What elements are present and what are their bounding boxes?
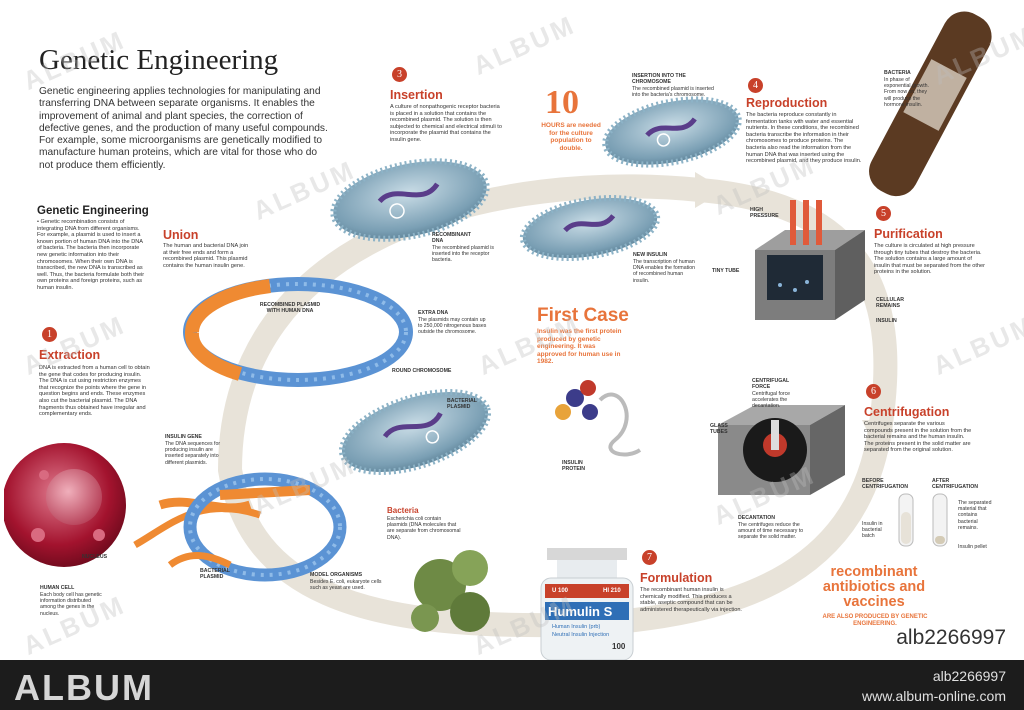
bacteria-photo-text: In phase of exponential growth. From now… (884, 77, 929, 108)
recombined-plasmid-label: RECOMBINED PLASMID WITH HUMAN DNA (259, 302, 321, 314)
step-2-text: The human and bacterial DNA join at thei… (163, 243, 249, 269)
high-pressure-label: HIGH PRESSURE (750, 207, 779, 219)
human-cell-text: Each body cell has genetic information d… (40, 592, 102, 617)
recombined-plasmid-illustration (183, 277, 413, 387)
insulin-protein-label: INSULIN PROTEIN (562, 460, 586, 472)
decantation-label: DECANTATION (738, 515, 775, 521)
insulin-batch-text: Insulin in bacterial batch (862, 521, 883, 540)
step-6-text: Centrifuges separate the various compoun… (864, 421, 972, 454)
step-7-number: 7 (642, 550, 657, 565)
decantation-text: The centrifuges reduce the amount of tim… (738, 522, 804, 541)
centrifugal-force-text: Centrifugal force accelerates the decant… (752, 391, 791, 410)
extra-dna-label: EXTRA DNA (418, 310, 449, 316)
bacteria-illustrations (330, 11, 992, 632)
recombinant-dna-label: RECOMBINANT DNA (432, 232, 471, 244)
step-5-text: The culture is circulated at high pressu… (874, 243, 986, 276)
round-chromosome-label: ROUND CHROMOSOME (392, 368, 452, 374)
step-3-title: Insertion (390, 88, 443, 102)
step-6-title: Centrifugation (864, 405, 950, 419)
image-id-stamp: alb2266997 (896, 626, 1006, 649)
bacteria-ecoli-title: Bacteria (387, 506, 419, 515)
footer-brand-logo[interactable]: ALBUM (14, 667, 154, 708)
insulin-pellet-text: Insulin pellet (958, 544, 987, 550)
step-3-number: 3 (392, 67, 407, 82)
step-1-text: DNA is extracted from a human cell to ob… (39, 365, 150, 418)
step-6-number: 6 (866, 384, 881, 399)
vial-brand-text: Humulin S (548, 604, 613, 619)
hours-number: 10 (545, 84, 579, 121)
extra-dna-text: The plasmids may contain up to 250,000 n… (418, 317, 487, 336)
step-2-title: Union (163, 228, 199, 242)
new-insulin-label: NEW INSULIN (633, 252, 668, 258)
step-4-number: 4 (748, 78, 763, 93)
cellular-remains-label: CELLULAR REMAINS (876, 297, 904, 309)
tiny-tube-label: TINY TUBE (712, 268, 740, 274)
human-cell-illustration (4, 443, 126, 567)
insertion-chromosome-label: INSERTION INTO THE CHROMOSOME (632, 73, 686, 85)
page-title: Genetic Engineering (39, 44, 279, 76)
human-cell-label: HUMAN CELL (40, 585, 75, 591)
test-tubes-illustration (898, 493, 948, 547)
vial-line2-text: Neutral Insulin Injection (552, 632, 610, 638)
humulin-vial (540, 548, 634, 660)
new-insulin-text: The transcription of human DNA enables t… (633, 259, 695, 284)
step-4-title: Reproduction (746, 96, 828, 110)
vial-u100-text: 100 (612, 642, 626, 651)
footer-url-link[interactable]: www.album-online.com (862, 688, 1006, 704)
insulin-label: INSULIN (876, 318, 897, 324)
insulin-gene-label: INSULIN GENE (165, 434, 202, 440)
vial-u-text: U 100 (552, 588, 569, 594)
bacteria-ecoli-text: Escherichia coli contain plasmids (DNA m… (387, 516, 461, 541)
before-centrifugation-label: BEFORE CENTRIFUGATION (862, 478, 909, 490)
vial-hi-text: HI 210 (603, 588, 621, 594)
recombinant-text: ARE ALSO PRODUCED BY GENETIC ENGINEERING… (822, 614, 928, 627)
model-organisms-text: Besides E. coli, eukaryote cells such as… (310, 579, 382, 592)
bacterial-plasmid-label: BACTERIAL PLASMID (200, 568, 230, 580)
centrifugal-force-label: CENTRIFUGAL FORCE (752, 378, 790, 390)
bacterial-plasmid-label-2: BACTERIAL PLASMID (447, 398, 477, 410)
bacterial-plasmid-illustration (133, 472, 347, 582)
recombinant-title: recombinant antibiotics and vaccines (822, 564, 926, 610)
glass-tubes-label: GLASS TUBES (710, 423, 728, 435)
first-case-title: First Case (537, 305, 629, 326)
insulin-gene-text: The DNA sequences for producing insulin … (165, 441, 221, 466)
step-1-title: Extraction (39, 348, 101, 362)
step-7-text: The recombinant human insulin is chemica… (640, 587, 742, 613)
purification-machine (755, 200, 865, 320)
separated-material-text: The separated material that contains bac… (958, 500, 992, 531)
insertion-chromosome-text: The recombined plasmid is inserted into … (632, 86, 714, 99)
step-3-text: A culture of nonpathogenic receptor bact… (390, 104, 502, 143)
side-text: • Genetic recombination consists of inte… (37, 219, 145, 291)
side-heading: Genetic Engineering (37, 205, 149, 217)
nucleus-label: NUCLEUS (82, 554, 108, 560)
bacteria-photo-label: BACTERIA (884, 70, 911, 76)
infographic: Genetic Engineering Genetic engineering … (4, 9, 1024, 660)
first-case-text: Insulin was the first protein produced b… (537, 328, 622, 366)
step-5-title: Purification (874, 227, 943, 241)
step-1-number: 1 (42, 327, 57, 342)
step-4-text: The bacteria reproduce constantly in fer… (746, 112, 862, 165)
after-centrifugation-label: AFTER CENTRIFUGATION (932, 478, 979, 490)
intro-text: Genetic engineering applies technologies… (39, 86, 328, 171)
step-7-title: Formulation (640, 571, 713, 585)
footer-image-id: alb2266997 (932, 668, 1006, 684)
vial-line1-text: Human Insulin (prb) (552, 624, 601, 630)
footer-bar: ALBUM alb2266997 www.album-online.com (0, 660, 1024, 710)
hours-text: HOURS are needed for the culture populat… (541, 122, 601, 152)
recombinant-dna-text: The recombined plasmid is inserted into … (432, 245, 494, 264)
centrifuge-machine (718, 405, 845, 495)
model-organisms-label: MODEL ORGANISMS (310, 572, 363, 578)
step-5-number: 5 (876, 206, 891, 221)
